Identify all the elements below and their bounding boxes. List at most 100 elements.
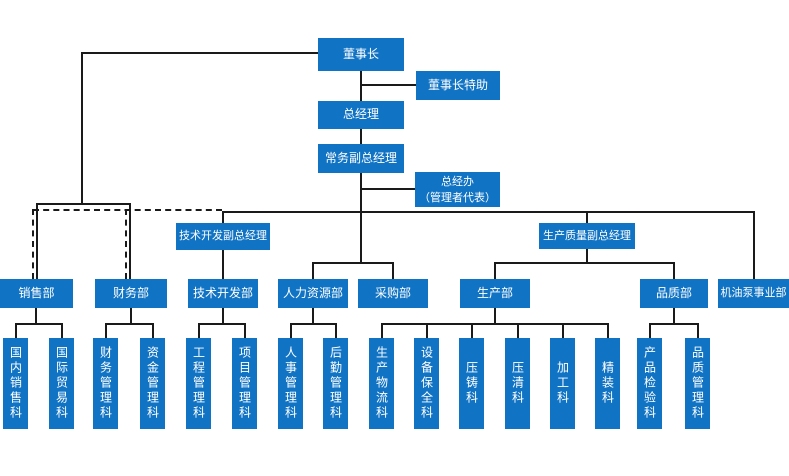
connector-line (361, 84, 416, 86)
connector-line (222, 211, 754, 213)
connector-line (381, 323, 608, 325)
connector-line (105, 323, 107, 338)
node-pressure-cleaning-section: 压清科 (505, 338, 530, 429)
node-label: 压铸科 (464, 361, 479, 406)
connector-line (562, 323, 564, 338)
connector-line (361, 188, 415, 190)
node-product-inspection-section: 产品检验科 (637, 338, 662, 429)
connector-line (15, 323, 62, 325)
dashed-connector-line (33, 209, 222, 211)
node-domestic-sales-section: 国内销售科 (3, 338, 28, 429)
connector-line (494, 308, 496, 324)
connector-line (753, 211, 755, 279)
node-die-casting-section: 压铸科 (459, 338, 484, 429)
node-quality-management-section: 品质管理科 (685, 338, 710, 429)
node-oil-pump-division: 机油泵事业部 (718, 279, 789, 308)
node-finance-management-section: 财务管理科 (93, 338, 118, 429)
node-finance-dept: 财务部 (95, 279, 167, 308)
connector-line (81, 52, 319, 54)
node-production-logistics-section: 生产物流科 (369, 338, 394, 429)
node-label: 设备保全科 (419, 346, 434, 421)
node-funds-management-section: 资金管理科 (140, 338, 165, 429)
connector-line (649, 323, 651, 338)
connector-line (673, 308, 675, 324)
node-personnel-management-section: 人事管理科 (278, 338, 303, 429)
node-chairman: 董事长 (318, 38, 404, 71)
connector-line (312, 262, 314, 279)
node-general-manager: 总经理 (318, 101, 404, 129)
node-tech-dev-dept: 技术开发部 (188, 279, 258, 308)
dashed-connector-line (125, 209, 127, 279)
connector-line (607, 323, 609, 338)
node-label: 品质管理科 (690, 346, 705, 421)
connector-line (426, 323, 428, 338)
node-quality-dept: 品质部 (640, 279, 708, 308)
connector-line (586, 248, 588, 263)
node-label: 后勤管理科 (328, 346, 343, 421)
connector-line (198, 323, 245, 325)
node-sales-dept: 销售部 (0, 279, 73, 308)
node-prod-quality-deputy-gm: 生产质量副总经理 (539, 223, 635, 249)
node-label: 国际贸易科 (54, 346, 69, 421)
connector-line (130, 307, 132, 324)
node-production-dept: 生产部 (460, 279, 530, 308)
node-gm-office: 总经办 （管理者代表） (415, 172, 500, 207)
connector-line (360, 71, 362, 101)
node-purchasing-dept: 采购部 (358, 279, 428, 308)
connector-line (36, 203, 131, 205)
node-international-trade-section: 国际贸易科 (49, 338, 74, 429)
connector-line (381, 323, 383, 338)
node-label: 精装科 (600, 361, 615, 406)
connector-line (312, 308, 314, 324)
node-label: 加工科 (555, 361, 570, 406)
connector-line (129, 203, 131, 279)
connector-line (494, 262, 496, 279)
connector-line (290, 323, 292, 338)
node-project-management-section: 项目管理科 (232, 338, 257, 429)
connector-line (697, 323, 699, 338)
connector-line (471, 323, 473, 338)
connector-line (35, 307, 37, 324)
connector-line (517, 323, 519, 338)
node-label: 项目管理科 (237, 346, 252, 421)
connector-line (198, 323, 200, 338)
connector-line (36, 203, 38, 279)
connector-line (312, 262, 394, 264)
node-machining-section: 加工科 (550, 338, 575, 429)
connector-line (673, 262, 675, 279)
connector-line (335, 323, 337, 338)
dashed-connector-line (32, 209, 34, 279)
node-hr-dept: 人力资源部 (278, 279, 348, 308)
connector-line (360, 172, 362, 264)
connector-line (392, 262, 394, 279)
connector-line (81, 52, 83, 204)
node-label: 压清科 (510, 361, 525, 406)
connector-line (61, 323, 63, 338)
connector-line (222, 308, 224, 324)
node-tech-dev-deputy-gm: 技术开发副总经理 (176, 223, 270, 250)
connector-line (15, 323, 17, 338)
node-logistics-management-section: 后勤管理科 (323, 338, 348, 429)
node-label: 人事管理科 (283, 346, 298, 421)
node-label: 生产物流科 (374, 346, 389, 421)
connector-line (152, 323, 154, 338)
connector-line (290, 323, 336, 325)
node-equipment-maintenance-section: 设备保全科 (414, 338, 439, 429)
connector-line (244, 323, 246, 338)
connector-line (494, 262, 675, 264)
connector-line (360, 129, 362, 144)
connector-line (222, 211, 224, 223)
node-executive-deputy-gm: 常务副总经理 (318, 144, 404, 173)
node-engineering-management-section: 工程管理科 (186, 338, 211, 429)
connector-line (586, 211, 588, 223)
node-label: 财务管理科 (98, 346, 113, 421)
node-label: 产品检验科 (642, 346, 657, 421)
node-label: 工程管理科 (191, 346, 206, 421)
connector-line (105, 323, 153, 325)
node-chairman-assistant: 董事长特助 (416, 71, 500, 100)
node-label: 国内销售科 (8, 346, 23, 421)
connector-line (222, 249, 224, 279)
node-label: 资金管理科 (145, 346, 160, 421)
connector-line (649, 323, 698, 325)
